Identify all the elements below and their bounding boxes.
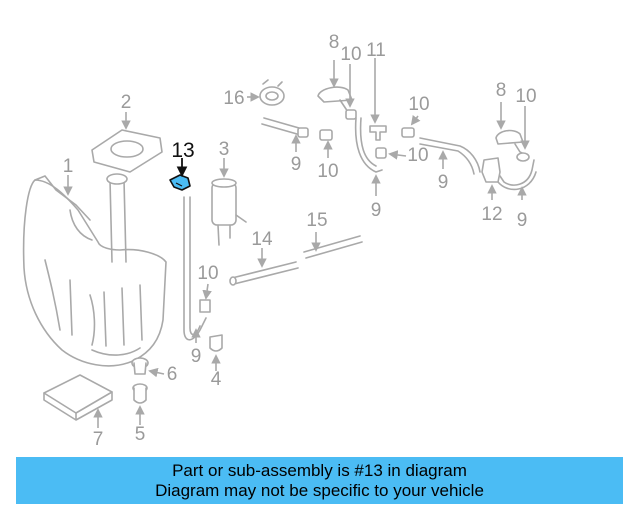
label-10f: 10 <box>197 263 218 284</box>
reservoir-part <box>22 173 167 367</box>
info-banner: Part or sub-assembly is #13 in diagram D… <box>16 457 623 504</box>
hose-parts <box>183 117 537 341</box>
label-10a: 10 <box>340 44 361 65</box>
tube-parts <box>229 235 363 286</box>
plug-part <box>132 383 148 404</box>
filter-pad-part <box>43 374 113 421</box>
nozzle-part-b <box>495 129 529 157</box>
label-8b: 8 <box>496 80 507 101</box>
label-8a: 8 <box>329 32 340 53</box>
label-14: 14 <box>251 229 273 250</box>
label-9c: 9 <box>438 172 449 193</box>
label-1: 1 <box>63 156 74 177</box>
label-10c: 10 <box>407 145 428 166</box>
grommet-part <box>209 334 223 352</box>
label-9d: 9 <box>517 210 528 231</box>
label-16: 16 <box>223 88 244 109</box>
label-12: 12 <box>481 204 502 225</box>
check-valve-part <box>481 157 501 183</box>
label-11: 11 <box>366 40 386 61</box>
label-9a: 9 <box>291 154 302 175</box>
banner-line-1: Part or sub-assembly is #13 in diagram <box>172 460 467 480</box>
parts-diagram: 1 2 3 13 4 5 6 7 8 10 11 10 10 8 10 16 9… <box>22 32 537 450</box>
label-10d: 10 <box>515 86 536 107</box>
connector-parts <box>199 109 530 313</box>
banner-line-2: Diagram may not be specific to your vehi… <box>155 480 484 500</box>
clamp-part <box>259 79 285 106</box>
label-5: 5 <box>135 424 146 445</box>
label-4: 4 <box>211 369 222 390</box>
small-grommet-part <box>131 357 149 375</box>
hose-segment-part <box>261 117 309 138</box>
label-9b: 9 <box>371 200 382 221</box>
label-15: 15 <box>306 210 327 231</box>
callout-labels: 1 2 3 13 4 5 6 7 8 10 11 10 10 8 10 16 9… <box>63 32 537 450</box>
label-3: 3 <box>219 139 230 160</box>
pump-part <box>211 178 247 246</box>
label-10b: 10 <box>408 94 429 115</box>
nozzle-part-13-highlighted[interactable] <box>169 174 191 191</box>
label-10e: 10 <box>317 161 338 182</box>
cap-part <box>91 129 163 173</box>
label-6: 6 <box>167 364 178 385</box>
leader-arrows <box>63 58 530 428</box>
label-13[interactable]: 13 <box>171 139 194 162</box>
label-7: 7 <box>93 429 104 450</box>
label-9e: 9 <box>191 346 202 367</box>
label-2: 2 <box>121 92 132 113</box>
